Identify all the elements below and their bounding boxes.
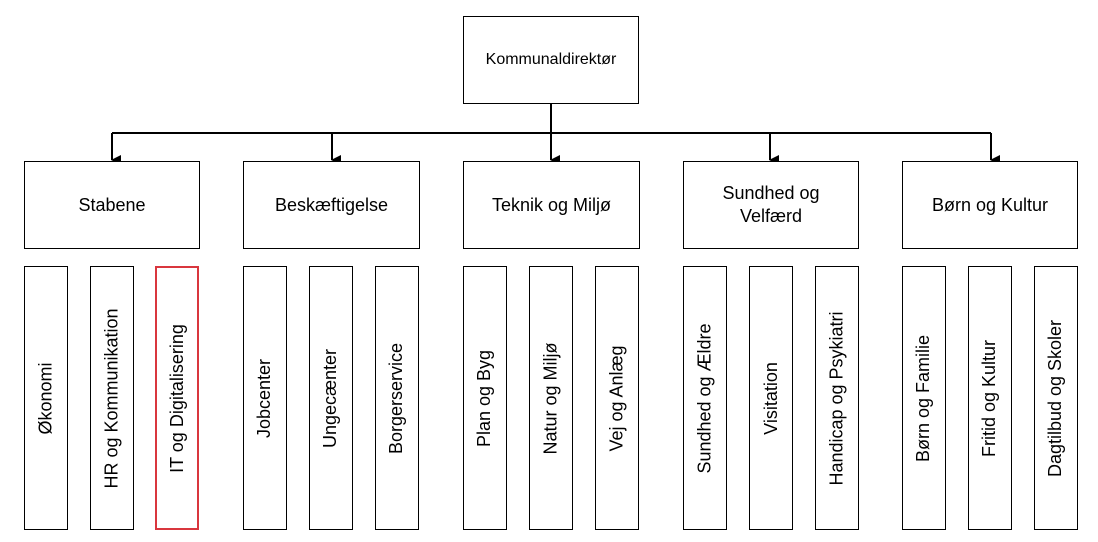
dept-boern-og-kultur: Børn og Kultur [902, 161, 1078, 249]
unit-label: Sundhed og Ældre [694, 322, 715, 474]
unit-label: Dagtilbud og Skoler [1045, 319, 1066, 477]
unit-label: Vej og Anlæg [606, 344, 627, 452]
dept-stabene: Stabene [24, 161, 200, 249]
unit-label: Visitation [760, 361, 781, 435]
unit-boern-og-familie: Børn og Familie [902, 266, 946, 530]
unit-sundhed-og-aeldre: Sundhed og Ældre [683, 266, 727, 530]
unit-it-og-digitalisering: IT og Digitalisering [155, 266, 199, 530]
director-label: Kommunaldirektør [485, 51, 617, 68]
dept-label: Stabene [78, 194, 146, 215]
unit-jobcenter: Jobcenter [243, 266, 287, 530]
dept-label: Beskæftigelse [274, 194, 389, 215]
unit-oekonomi: Økonomi [24, 266, 68, 530]
unit-ungecaenter: Ungecænter [309, 266, 353, 530]
unit-borgerservice: Borgerservice [375, 266, 419, 530]
unit-natur-og-miljoe: Natur og Miljø [529, 266, 573, 530]
unit-vej-og-anlaeg: Vej og Anlæg [595, 266, 639, 530]
dept-label: Børn og Kultur [931, 194, 1049, 215]
unit-label: Jobcenter [254, 358, 275, 438]
unit-visitation: Visitation [749, 266, 793, 530]
dept-sundhed-og-velfaerd: Sundhed og Velfærd [683, 161, 859, 249]
dept-label: Sundhed og Velfærd [722, 183, 820, 226]
unit-label: HR og Kommunikation [101, 307, 122, 489]
unit-hr-og-kommunikation: HR og Kommunikation [90, 266, 134, 530]
director-box: Kommunaldirektør [463, 16, 639, 104]
unit-label: Børn og Familie [913, 334, 934, 462]
unit-label: Borgerservice [386, 342, 407, 454]
dept-teknik-og-miljoe: Teknik og Miljø [463, 161, 640, 249]
unit-plan-og-byg: Plan og Byg [463, 266, 507, 530]
dept-label: Teknik og Miljø [491, 194, 612, 215]
unit-handicap-og-psykiatri: Handicap og Psykiatri [815, 266, 859, 530]
unit-fritid-og-kultur: Fritid og Kultur [968, 266, 1012, 530]
unit-dagtilbud-og-skoler: Dagtilbud og Skoler [1034, 266, 1078, 530]
dept-beskaeftigelse: Beskæftigelse [243, 161, 420, 249]
unit-label: Fritid og Kultur [979, 339, 1000, 457]
unit-label: Plan og Byg [474, 349, 495, 447]
unit-label: Handicap og Psykiatri [826, 310, 847, 486]
unit-label: IT og Digitalisering [166, 323, 187, 473]
unit-label: Natur og Miljø [540, 341, 561, 455]
unit-label: Ungecænter [320, 348, 341, 448]
unit-label: Økonomi [35, 361, 56, 435]
